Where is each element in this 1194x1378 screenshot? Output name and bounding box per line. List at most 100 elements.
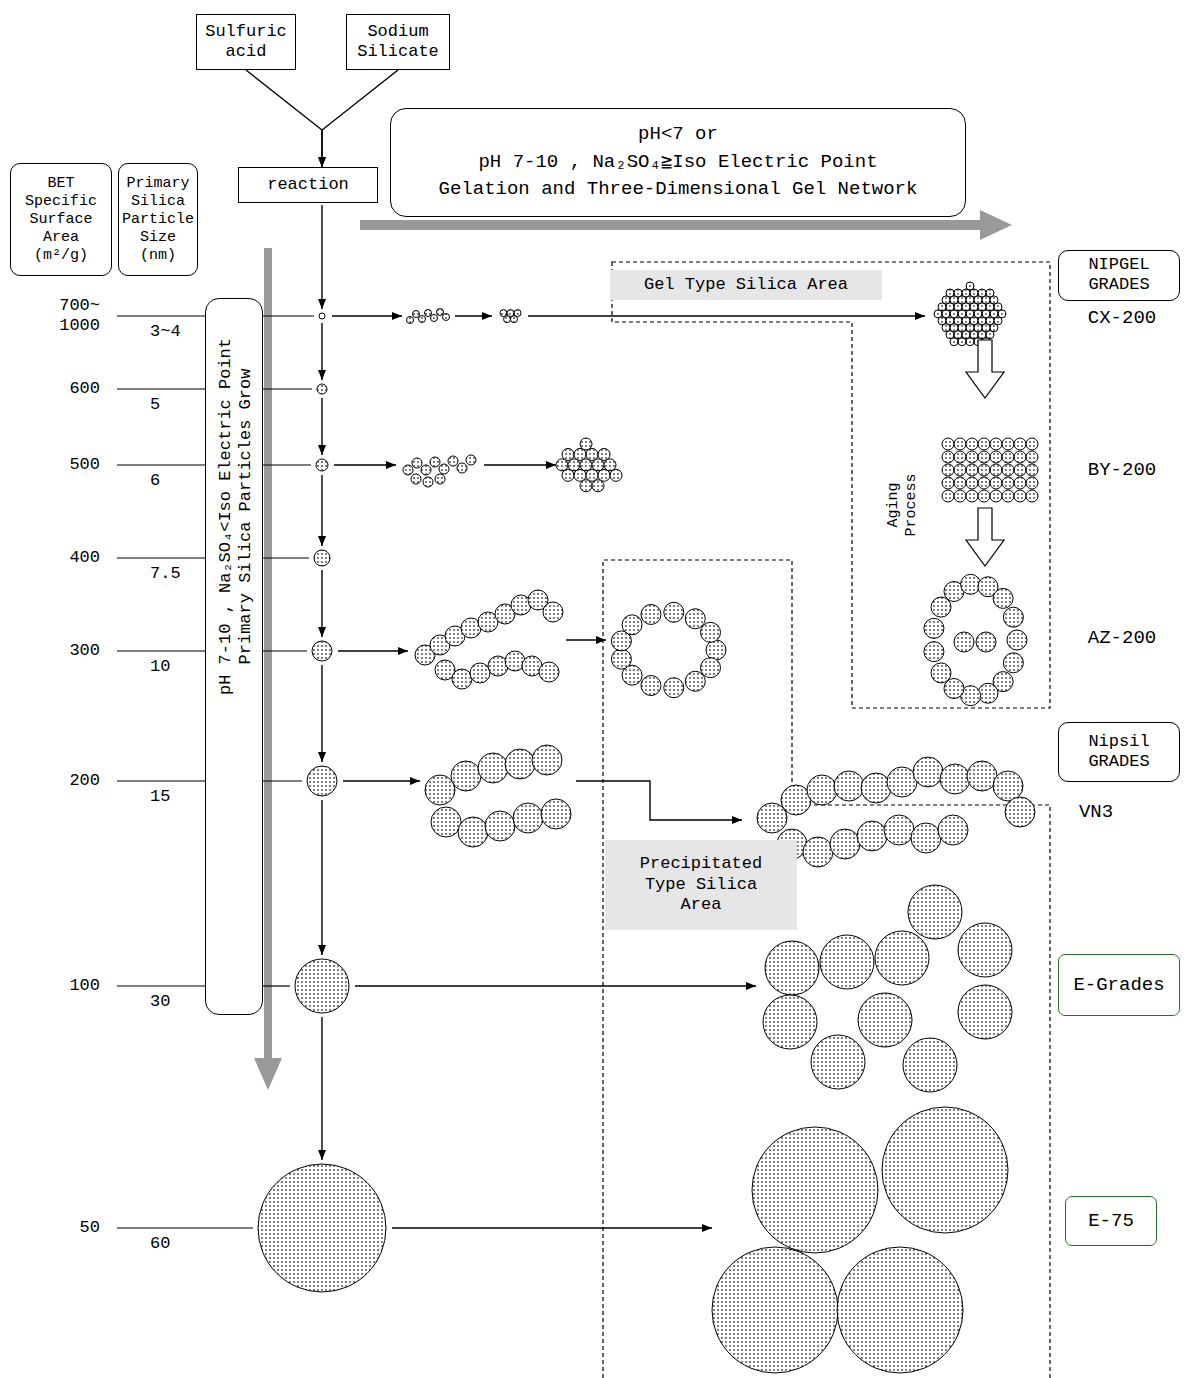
silica-particle bbox=[942, 477, 954, 489]
silica-particle bbox=[931, 663, 951, 683]
particle-size-value: 5 bbox=[150, 395, 160, 415]
silica-particle bbox=[314, 550, 330, 566]
silica-particle bbox=[882, 1107, 1008, 1233]
particle-size-value: 6 bbox=[150, 471, 160, 491]
node-text: E-75 bbox=[1088, 1210, 1134, 1233]
primary-particle bbox=[258, 1164, 386, 1292]
process-box: reaction bbox=[238, 167, 378, 203]
silica-particle bbox=[425, 775, 455, 805]
process-arrow bbox=[355, 985, 756, 986]
silica-particle bbox=[976, 632, 996, 652]
precipitated-area-outline bbox=[603, 560, 1050, 1378]
silica-particle bbox=[1014, 490, 1026, 502]
silica-particle bbox=[990, 490, 1002, 502]
silica-particle bbox=[316, 459, 328, 471]
silica-particle bbox=[954, 632, 974, 652]
node-text: Primary Silica Particles Grow bbox=[235, 368, 255, 664]
silica-particle bbox=[685, 671, 705, 691]
particle-chain bbox=[403, 455, 476, 487]
surface-area-value: 600 bbox=[69, 379, 100, 399]
node-text: pH 7-10 , Na₂SO₄<Iso Electric Point bbox=[215, 337, 235, 694]
silica-particle bbox=[1002, 464, 1014, 476]
silica-particle bbox=[903, 1038, 957, 1092]
process-arrow bbox=[334, 464, 396, 465]
silica-particle bbox=[439, 464, 449, 474]
silica-particle bbox=[954, 464, 966, 476]
process-arrow bbox=[455, 315, 492, 316]
grade-box: E-Grades bbox=[1058, 954, 1180, 1016]
silica-particle bbox=[978, 451, 990, 463]
scale-tick bbox=[117, 388, 205, 389]
silica-particle bbox=[1014, 464, 1026, 476]
silica-particle bbox=[431, 315, 438, 322]
silica-particle bbox=[423, 477, 433, 487]
silica-particle bbox=[701, 658, 721, 678]
silica-particle bbox=[580, 480, 592, 492]
area-label: Precipitated Type Silica Area bbox=[605, 840, 797, 930]
gel-network bbox=[934, 282, 1006, 346]
aging-arrow bbox=[966, 340, 1004, 398]
silica-particle bbox=[706, 640, 726, 660]
silica-particle bbox=[954, 451, 966, 463]
silica-particle bbox=[611, 649, 631, 669]
process-arrow bbox=[338, 650, 408, 651]
silica-particle bbox=[938, 815, 968, 845]
node-text: Gelation and Three-Dimensional Gel Netwo… bbox=[439, 176, 918, 204]
silica-particle bbox=[978, 477, 990, 489]
silica-particle bbox=[954, 438, 966, 450]
rotated-text-frame: pH 7-10 , Na₂SO₄<Iso Electric PointPrima… bbox=[206, 299, 264, 1016]
silica-particle bbox=[765, 941, 819, 995]
scale-tick bbox=[117, 557, 205, 558]
grade-group-box: Nipsil GRADES bbox=[1058, 722, 1180, 782]
aged-gel bbox=[924, 574, 1027, 705]
scale-tick bbox=[263, 557, 309, 558]
silica-particle bbox=[541, 799, 571, 829]
condition-box: pH<7 orpH 7-10 , Na₂SO₄≧Iso Electric Poi… bbox=[390, 108, 966, 217]
silica-particle bbox=[958, 923, 1012, 977]
silica-particle bbox=[887, 767, 917, 797]
silica-particle bbox=[466, 455, 476, 465]
silica-particle bbox=[966, 451, 978, 463]
silica-particle bbox=[752, 1127, 878, 1253]
silica-particle bbox=[1003, 607, 1023, 627]
scale-tick bbox=[117, 780, 205, 781]
node-text: Sulfuric acid bbox=[203, 22, 289, 63]
node-text: BET Specific Surface Area (m²/g) bbox=[15, 175, 107, 265]
silica-particle bbox=[421, 465, 431, 475]
silica-particle bbox=[1026, 490, 1038, 502]
silica-particle bbox=[858, 993, 912, 1047]
scale-tick bbox=[117, 464, 205, 465]
silica-particle bbox=[664, 678, 684, 698]
aging-arrow bbox=[966, 508, 1004, 566]
silica-particle bbox=[978, 683, 998, 703]
scale-tick bbox=[263, 388, 312, 389]
silica-particle bbox=[942, 438, 954, 450]
silica-particle bbox=[966, 477, 978, 489]
silica-particle bbox=[834, 771, 864, 801]
surface-area-value: 100 bbox=[69, 976, 100, 996]
silica-particle bbox=[452, 669, 472, 689]
silica-particle bbox=[942, 464, 954, 476]
scale-tick bbox=[263, 650, 307, 651]
scale-tick bbox=[263, 985, 290, 986]
silica-particle bbox=[485, 811, 515, 841]
silica-particle bbox=[562, 469, 574, 481]
silica-particle bbox=[319, 313, 325, 319]
process-arrow bbox=[321, 1017, 322, 1160]
silica-particle bbox=[448, 456, 458, 466]
primary-particle bbox=[316, 459, 328, 471]
silica-particle bbox=[837, 1247, 963, 1373]
silica-particle bbox=[940, 764, 970, 794]
silica-particle bbox=[966, 438, 978, 450]
silica-particle bbox=[966, 338, 974, 346]
silica-particle bbox=[958, 985, 1012, 1039]
surface-area-value: 500 bbox=[69, 455, 100, 475]
silica-particle bbox=[966, 464, 978, 476]
silica-particle bbox=[1014, 477, 1026, 489]
primary-particle bbox=[312, 641, 332, 661]
process-arrow bbox=[321, 398, 322, 455]
silica-particle bbox=[908, 885, 962, 939]
scale-tick bbox=[117, 985, 205, 986]
node-text: pH<7 or bbox=[638, 121, 718, 149]
